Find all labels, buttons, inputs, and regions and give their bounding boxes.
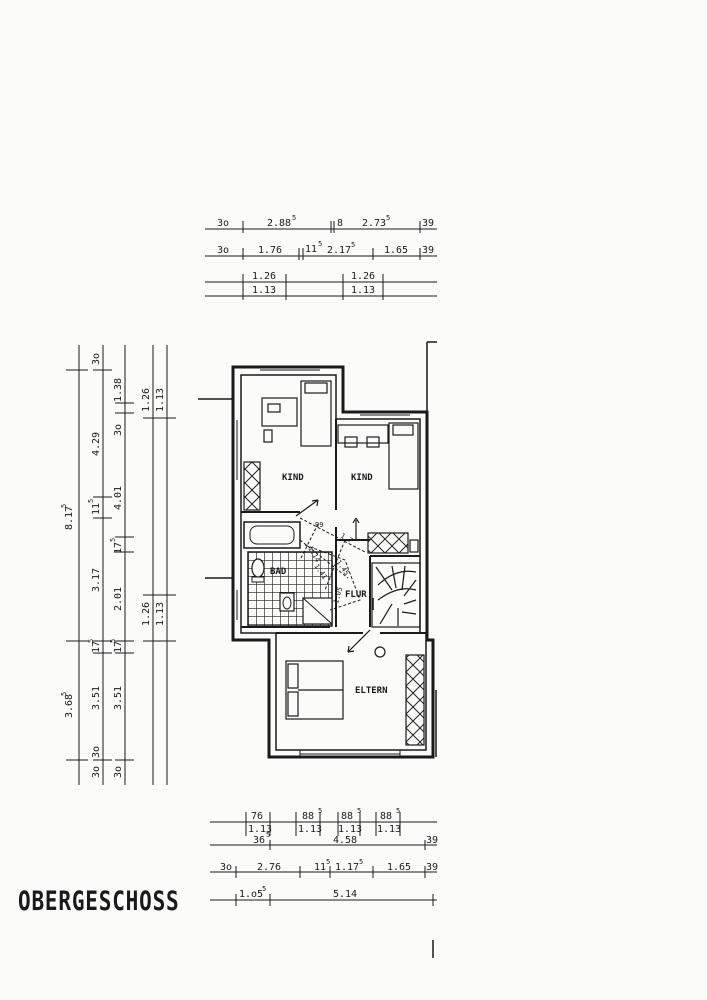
- dim-label: 3o: [113, 766, 124, 778]
- dim-label: 88: [302, 811, 314, 822]
- dim-label: 39: [426, 862, 438, 873]
- dim-label: 11: [314, 862, 326, 873]
- bathroom: [243, 521, 333, 627]
- dim-label: 17: [113, 542, 124, 554]
- dim-label: 2.01: [113, 587, 124, 611]
- dim-label: 3o: [217, 245, 229, 256]
- dim-label: 4.29: [91, 432, 102, 456]
- dim-label: 5: [60, 504, 68, 508]
- room-label-bad: BAD: [270, 567, 287, 577]
- dim-label: 1.13: [155, 602, 166, 626]
- kind-right-furniture: [337, 422, 419, 554]
- dim-label: 5: [318, 807, 322, 815]
- dim-label: 3.17: [91, 568, 102, 592]
- dim-label: 2.17: [327, 245, 351, 256]
- dim-label: 1.26: [252, 271, 276, 282]
- dim-label: 3o: [220, 862, 232, 873]
- dim-label: 1.26: [141, 388, 152, 412]
- bottom-dimension-labels: 76 88 5 88 5 88 5 1.13 1.13 1.13 1.13 36…: [220, 807, 438, 900]
- dim-label: 8: [337, 218, 343, 229]
- dim-label: 5: [109, 538, 117, 542]
- dim-label: 1.65: [387, 862, 411, 873]
- dim-label: 5: [351, 241, 355, 249]
- dim-label: 5: [109, 639, 117, 643]
- dim-label: 3o: [113, 424, 124, 436]
- dim-label: 5: [292, 214, 296, 222]
- dim-label: 1.13: [338, 824, 362, 835]
- dim-label: 1.38: [113, 378, 124, 402]
- dim-label: 5.14: [333, 889, 357, 900]
- dim-label: 5: [396, 807, 400, 815]
- dim-label: 1.o5: [239, 889, 263, 900]
- room-label-eltern: ELTERN: [355, 686, 388, 696]
- dim-label: 36: [253, 835, 265, 846]
- dim-label: 5: [60, 692, 68, 696]
- dim-label: 88: [380, 811, 392, 822]
- dim-label: 99: [315, 521, 323, 529]
- dim-label: 39: [426, 835, 438, 846]
- dim-label: 2.76: [257, 862, 281, 873]
- floor-title: OBERGESCHOSS: [18, 886, 180, 917]
- dim-label: 5: [266, 831, 270, 839]
- dim-label: 1.05: [332, 586, 344, 604]
- room-label-kind-right: KIND: [351, 473, 373, 483]
- interior-walls: [241, 419, 426, 634]
- room-labels: KIND KIND BAD FLUR ELTERN: [270, 473, 388, 696]
- windows: [236, 369, 410, 757]
- kind-left-furniture: [243, 380, 332, 511]
- dim-label: 39: [422, 245, 434, 256]
- dim-label: 1.13: [248, 824, 272, 835]
- dim-label: 3o: [91, 766, 102, 778]
- dim-label: 11: [305, 244, 317, 255]
- dim-label: 1.13: [377, 824, 401, 835]
- dim-label: 8.17: [64, 506, 75, 530]
- dim-label: 5: [386, 214, 390, 222]
- dim-label: 4.58: [333, 835, 357, 846]
- dim-label: 1.13: [155, 388, 166, 412]
- room-label-kind-left: KIND: [282, 473, 304, 483]
- dim-label: 5: [87, 499, 95, 503]
- dim-label: 3.68: [64, 694, 75, 718]
- dim-label: 1.65: [384, 245, 408, 256]
- dim-label: 1.17: [335, 862, 359, 873]
- dim-label: 1.13: [351, 285, 375, 296]
- dim-label: 1.26: [141, 602, 152, 626]
- bottom-dimension-lines: [210, 812, 437, 958]
- dim-label: 3o: [217, 218, 229, 229]
- dim-label: 4.01: [113, 486, 124, 510]
- dim-label: 5: [318, 240, 322, 248]
- dim-label: 2.73: [362, 218, 386, 229]
- dim-label: 88: [341, 811, 353, 822]
- dim-label: 3o: [91, 353, 102, 365]
- left-dimension-labels: 8.17 5 3.68 5 3o 3o 4.29 11 5 3.17 17 5 …: [60, 353, 166, 778]
- dim-label: 5: [87, 639, 95, 643]
- top-dimension-lines: [205, 221, 437, 300]
- dim-label: 3.51: [91, 686, 102, 710]
- master-bedroom-furniture: [285, 646, 425, 746]
- dim-label: 39: [422, 218, 434, 229]
- dim-label: 1.76: [258, 245, 282, 256]
- dim-label: 1.7: [339, 532, 354, 545]
- dim-label: 3.51: [113, 686, 124, 710]
- room-label-flur: FLUR: [345, 590, 367, 600]
- dim-label: 3o: [91, 746, 102, 758]
- dim-label: 5: [326, 858, 330, 866]
- dim-label: 2.88: [267, 218, 291, 229]
- dim-label: 17: [91, 641, 102, 653]
- dim-label: 1.13: [252, 285, 276, 296]
- dim-label: 17: [113, 641, 124, 653]
- dim-label: 1.13: [298, 824, 322, 835]
- dim-label: 11: [91, 503, 102, 515]
- top-dimension-labels: 3o 2.88 5 8 2.73 5 39 3o 1.76 11 5 2.17 …: [217, 214, 434, 296]
- dim-label: 5: [359, 858, 363, 866]
- left-dimension-lines: [66, 345, 176, 785]
- dim-label: 76: [251, 811, 263, 822]
- dim-label: 5: [262, 885, 266, 893]
- dim-label: 1.26: [351, 271, 375, 282]
- dim-label: 5: [357, 807, 361, 815]
- hallway-stairs: [295, 499, 421, 653]
